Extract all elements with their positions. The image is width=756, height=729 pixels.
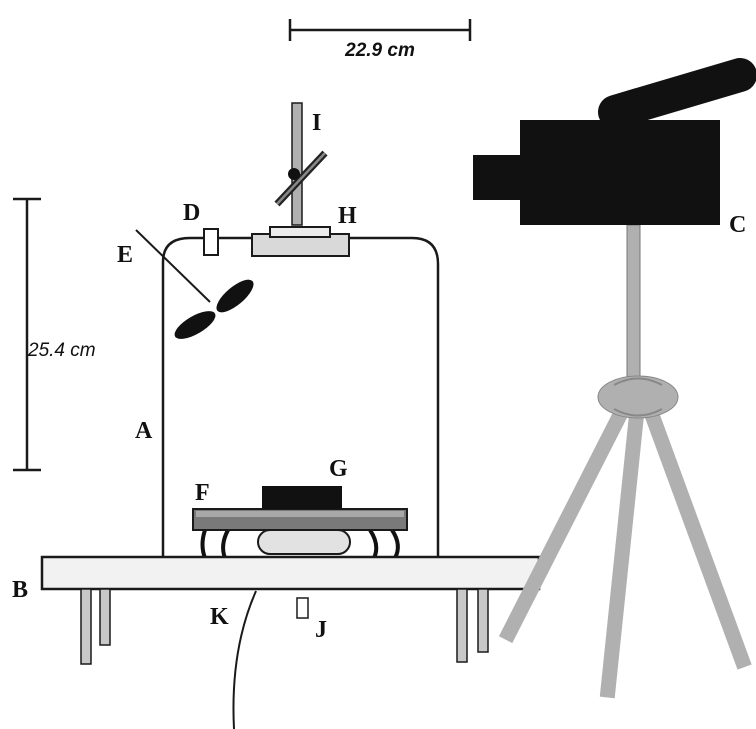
width-dimension: 22.9 cm [288,19,472,61]
table-legs [80,588,489,665]
label-h: H [338,203,357,229]
camera-c [473,58,756,225]
cable-k [232,590,257,729]
label-a: A [135,418,153,444]
rod-pivot [288,168,300,180]
rod-i [291,102,303,226]
heater [257,529,351,555]
height-dimension-label: 25.4 cm [27,340,96,361]
tripod [498,224,752,699]
label-d: D [183,200,200,226]
width-dimension-label: 22.9 cm [344,40,415,61]
base-board-b [40,555,541,591]
port-j [296,597,309,619]
label-j: J [315,617,327,643]
label-e: E [117,242,133,268]
label-i: I [312,110,321,136]
platform-f [192,508,408,559]
label-k: K [210,604,229,630]
port-d [203,228,219,256]
label-f: F [195,480,210,506]
fan-e [135,229,254,339]
label-c: C [729,212,746,238]
height-dimension: 25.4 cm [13,197,96,472]
label-g: G [329,456,348,482]
label-b: B [12,577,28,603]
sample-g [262,486,342,509]
port-h [251,226,350,257]
